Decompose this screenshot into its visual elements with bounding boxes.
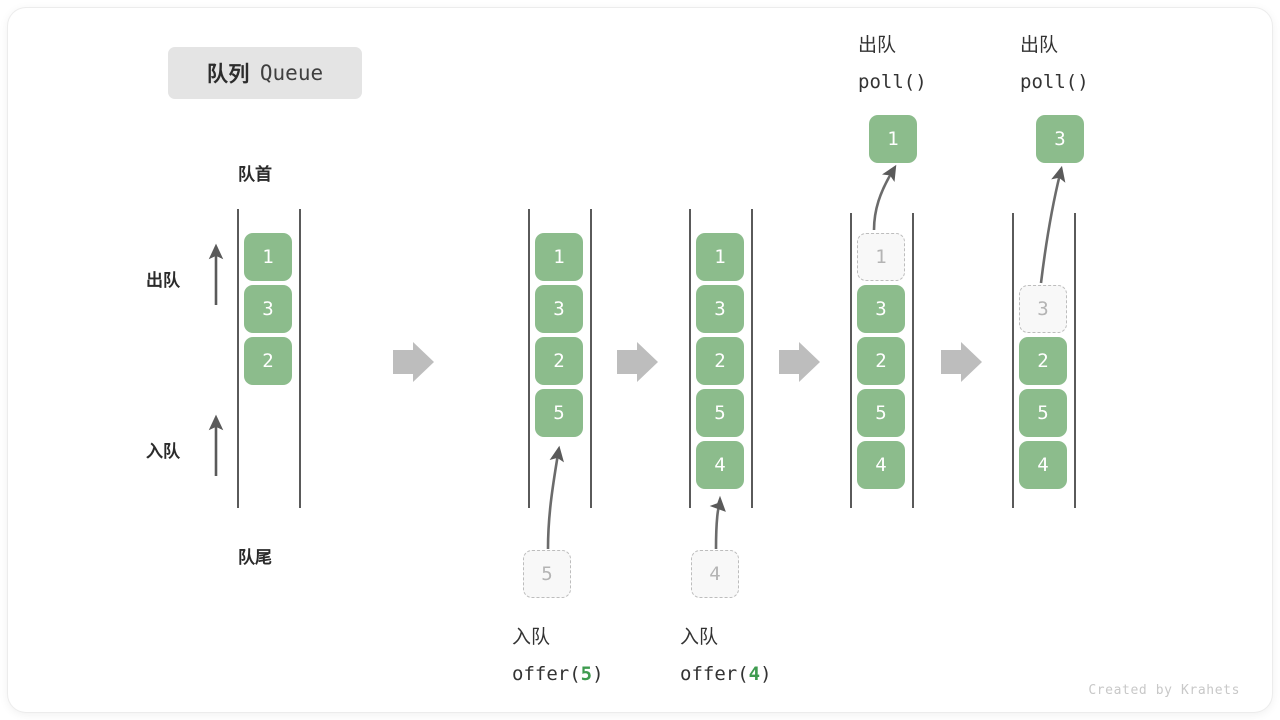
queue-cell: 5	[696, 389, 744, 437]
queue-cell: 5	[1019, 389, 1067, 437]
popped-element-1: 1	[869, 115, 917, 163]
queue-cell: 3	[696, 285, 744, 333]
queue-cell: 3	[535, 285, 583, 333]
rail-right	[590, 209, 592, 508]
dequeued-ghost-cell: 3	[1019, 285, 1067, 333]
rail-left	[850, 213, 852, 508]
queue-cell: 2	[244, 337, 292, 385]
front-label: 队首	[238, 165, 272, 184]
operation-label-code: poll()	[1020, 71, 1089, 93]
code-argument: 5	[580, 663, 593, 685]
operation-label-poll-1: 出队 poll()	[858, 28, 927, 100]
queue-cell: 5	[857, 389, 905, 437]
queue-cell: 2	[696, 337, 744, 385]
rail-left	[1012, 213, 1014, 508]
code-prefix: offer(	[680, 663, 749, 685]
enqueue-arrow-label: 入队	[146, 442, 180, 461]
operation-label-cn: 入队	[680, 627, 719, 648]
popped-element-3: 3	[1036, 115, 1084, 163]
queue-cell: 1	[535, 233, 583, 281]
rail-right	[299, 209, 301, 508]
rail-left	[689, 209, 691, 508]
operation-label-cn: 出队	[858, 35, 897, 56]
rail-right	[912, 213, 914, 508]
credit-text: Created by Krahets	[1088, 683, 1240, 698]
queue-cell: 2	[1019, 337, 1067, 385]
dequeue-arrow-label: 出队	[146, 271, 180, 290]
diagram-card	[8, 8, 1272, 712]
code-suffix: )	[592, 663, 604, 685]
operation-label-code: poll()	[858, 71, 927, 93]
title-badge: 队列 Queue	[168, 47, 362, 99]
queue-cell: 2	[857, 337, 905, 385]
code-suffix: )	[760, 663, 772, 685]
queue-cell-new: 4	[696, 441, 744, 489]
incoming-ghost-cell: 4	[691, 550, 739, 598]
operation-label-offer-4: 入队 offer(4)	[680, 620, 772, 692]
code-argument: 4	[748, 663, 761, 685]
operation-label-cn: 入队	[512, 627, 551, 648]
queue-cell: 4	[1019, 441, 1067, 489]
rear-label: 队尾	[238, 548, 272, 567]
operation-label-poll-3: 出队 poll()	[1020, 28, 1089, 100]
queue-cell: 3	[244, 285, 292, 333]
title-english: Queue	[259, 61, 324, 85]
dequeued-ghost-cell: 1	[857, 233, 905, 281]
title-chinese: 队列	[206, 63, 250, 86]
rail-left	[237, 209, 239, 508]
operation-label-code: offer(5)	[512, 656, 604, 692]
rail-left	[528, 209, 530, 508]
operation-label-cn: 出队	[1020, 35, 1059, 56]
queue-cell: 3	[857, 285, 905, 333]
rail-right	[1074, 213, 1076, 508]
queue-cell: 4	[857, 441, 905, 489]
code-prefix: offer(	[512, 663, 581, 685]
operation-label-code: offer(4)	[680, 656, 772, 692]
queue-cell: 2	[535, 337, 583, 385]
queue-cell-new: 5	[535, 389, 583, 437]
rail-right	[751, 209, 753, 508]
queue-cell: 1	[696, 233, 744, 281]
incoming-ghost-cell: 5	[523, 550, 571, 598]
operation-label-offer-5: 入队 offer(5)	[512, 620, 604, 692]
queue-cell: 1	[244, 233, 292, 281]
